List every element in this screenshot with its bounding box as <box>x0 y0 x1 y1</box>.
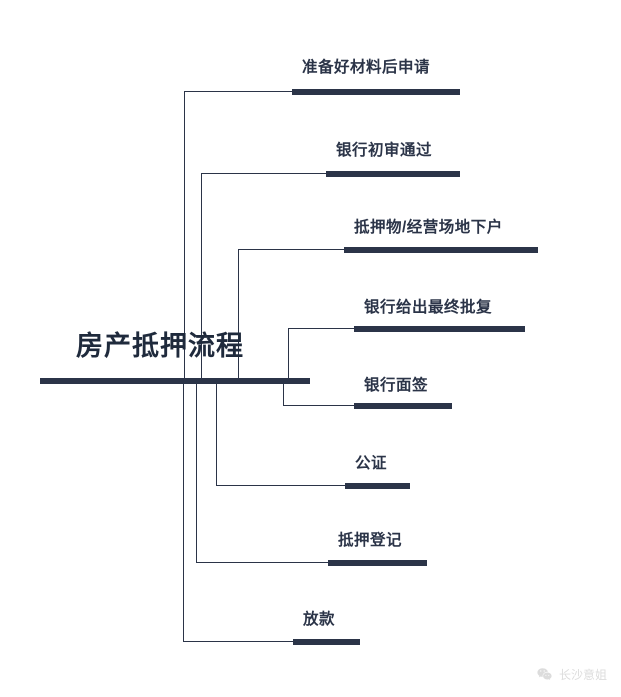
step-label-6: 公证 <box>355 455 388 472</box>
step-connector-v-3 <box>238 249 239 381</box>
step-connector-h-5 <box>283 405 354 406</box>
step-label-4: 银行给出最终批复 <box>364 299 493 316</box>
step-connector-h-7 <box>196 562 328 563</box>
watermark: 长沙意姐 <box>536 666 607 683</box>
step-connector-v-4 <box>288 328 289 381</box>
step-label-8: 放款 <box>303 611 336 628</box>
step-bar-2 <box>326 171 460 177</box>
watermark-text: 长沙意姐 <box>558 668 607 682</box>
step-label-2: 银行初审通过 <box>336 142 433 159</box>
step-bar-5 <box>354 403 452 409</box>
step-bar-8 <box>293 639 360 645</box>
step-connector-h-1 <box>184 91 292 92</box>
main-spine-bar <box>40 378 310 384</box>
step-connector-h-4 <box>288 328 354 329</box>
step-connector-h-2 <box>201 173 326 174</box>
step-label-5: 银行面签 <box>364 377 429 394</box>
step-connector-v-8 <box>183 384 184 641</box>
wechat-icon <box>536 666 553 683</box>
step-connector-h-3 <box>238 249 344 250</box>
step-bar-7 <box>328 560 427 566</box>
step-connector-v-2 <box>201 173 202 381</box>
step-bar-6 <box>345 483 410 489</box>
step-label-7: 抵押登记 <box>338 532 403 549</box>
step-bar-3 <box>344 247 538 253</box>
step-connector-h-8 <box>183 641 293 642</box>
step-connector-v-1 <box>184 91 185 381</box>
step-connector-h-6 <box>216 485 345 486</box>
step-connector-v-6 <box>216 384 217 485</box>
step-connector-v-7 <box>196 384 197 562</box>
step-bar-4 <box>354 326 525 332</box>
step-bar-1 <box>292 89 460 95</box>
step-label-1: 准备好材料后申请 <box>302 59 431 76</box>
diagram-title: 房产抵押流程 <box>76 331 244 361</box>
step-label-3: 抵押物/经营场地下户 <box>354 219 503 236</box>
step-connector-v-5 <box>283 384 284 405</box>
